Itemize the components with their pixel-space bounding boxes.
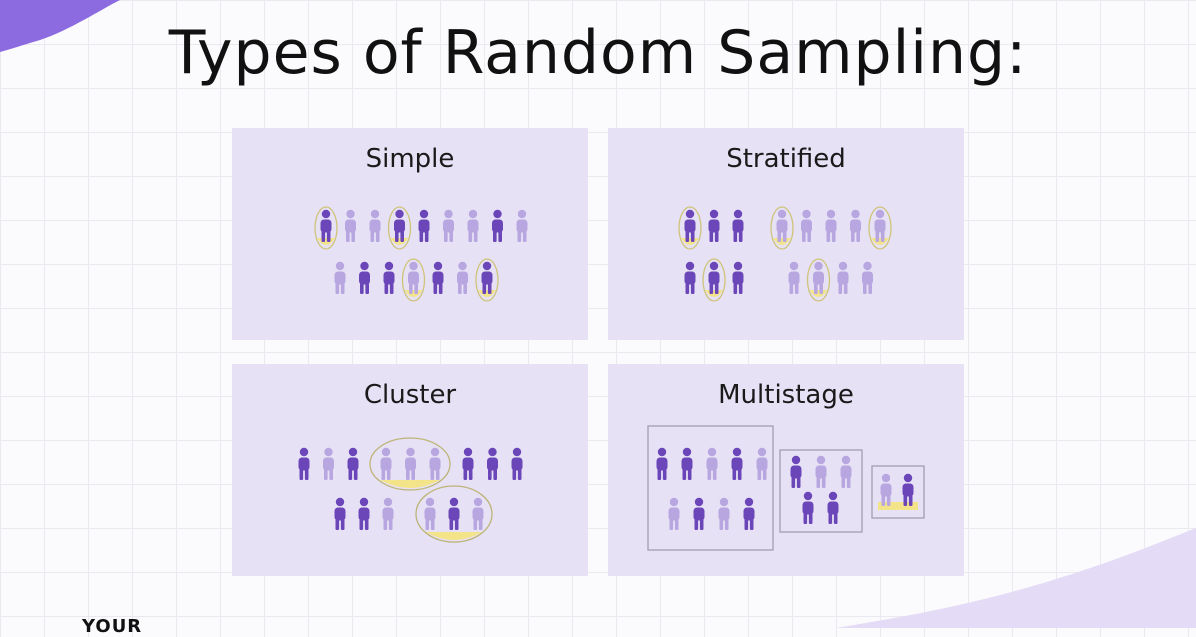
person-icon: [394, 209, 405, 242]
person-icon: [732, 209, 744, 242]
person-icon: [743, 497, 755, 530]
person-icon: [684, 209, 696, 242]
person-icon: [467, 209, 479, 242]
page-title: Types of Random Sampling:: [168, 18, 1028, 88]
person-icon: [862, 261, 873, 294]
person-icon: [731, 447, 743, 480]
person-icon: [347, 447, 359, 480]
stage-box: [779, 449, 863, 533]
person-icon: [840, 455, 852, 488]
multistage-population-figure: [647, 425, 925, 551]
person-icon: [443, 209, 454, 242]
panel-cluster: Cluster: [232, 364, 588, 576]
panel-title-multistage: Multistage: [718, 380, 854, 410]
person-icon: [462, 447, 474, 480]
decorative-blob-bottom-right: [836, 528, 1196, 628]
panel-title-stratified: Stratified: [726, 144, 846, 174]
cluster-population-figure: [298, 437, 523, 543]
person-icon: [369, 209, 381, 242]
person-icon: [380, 447, 392, 480]
person-icon: [813, 261, 824, 294]
cluster-ring: [369, 437, 451, 491]
person-icon: [656, 447, 668, 480]
person-icon: [825, 209, 837, 242]
person-icon: [448, 497, 460, 530]
person-icon: [323, 447, 334, 480]
person-icon: [418, 209, 430, 242]
person-icon: [788, 261, 800, 294]
person-icon: [345, 209, 356, 242]
person-icon: [358, 497, 370, 530]
person-icon: [850, 209, 861, 242]
person-icon: [408, 261, 419, 294]
person-icon: [457, 261, 468, 294]
stage-box: [871, 465, 925, 519]
person-icon: [481, 261, 493, 294]
person-icon: [320, 209, 332, 242]
person-icon: [492, 209, 503, 242]
person-icon: [334, 261, 346, 294]
person-icon: [681, 447, 693, 480]
stage-box: [647, 425, 774, 551]
person-icon: [776, 209, 788, 242]
person-icon: [815, 455, 827, 488]
stratified-population-figure: [678, 206, 892, 302]
person-icon: [432, 261, 444, 294]
logo-text: YOUR: [82, 616, 143, 637]
highlight-bar: [878, 502, 918, 510]
person-icon: [718, 497, 730, 530]
person-icon: [359, 261, 370, 294]
person-icon: [874, 209, 886, 242]
person-icon: [382, 497, 394, 530]
person-icon: [837, 261, 849, 294]
person-icon: [827, 491, 839, 524]
person-icon: [684, 261, 696, 294]
person-icon: [511, 447, 523, 480]
person-icon: [472, 497, 484, 530]
person-icon: [429, 447, 441, 480]
person-icon: [902, 473, 914, 506]
panel-multistage: Multistage: [608, 364, 964, 576]
person-icon: [880, 473, 892, 506]
person-icon: [801, 209, 812, 242]
person-icon: [708, 209, 720, 242]
person-icon: [383, 261, 395, 294]
person-icon: [668, 497, 680, 530]
person-icon: [516, 209, 528, 242]
panel-title-simple: Simple: [365, 144, 455, 174]
panel-simple: Simple: [232, 128, 588, 340]
person-icon: [756, 447, 768, 480]
person-icon: [405, 447, 416, 480]
person-icon: [732, 261, 744, 294]
person-icon: [334, 497, 346, 530]
simple-population-figure: [314, 206, 528, 302]
person-icon: [424, 497, 436, 530]
person-icon: [487, 447, 498, 480]
panel-title-cluster: Cluster: [363, 380, 457, 410]
decorative-blob-top-left: [0, 0, 120, 52]
person-icon: [708, 261, 720, 294]
person-icon: [706, 447, 718, 480]
person-icon: [298, 447, 310, 480]
cluster-ring: [415, 485, 493, 543]
person-icon: [693, 497, 705, 530]
person-icon: [802, 491, 814, 524]
person-icon: [790, 455, 802, 488]
panel-stratified: Stratified: [608, 128, 964, 340]
